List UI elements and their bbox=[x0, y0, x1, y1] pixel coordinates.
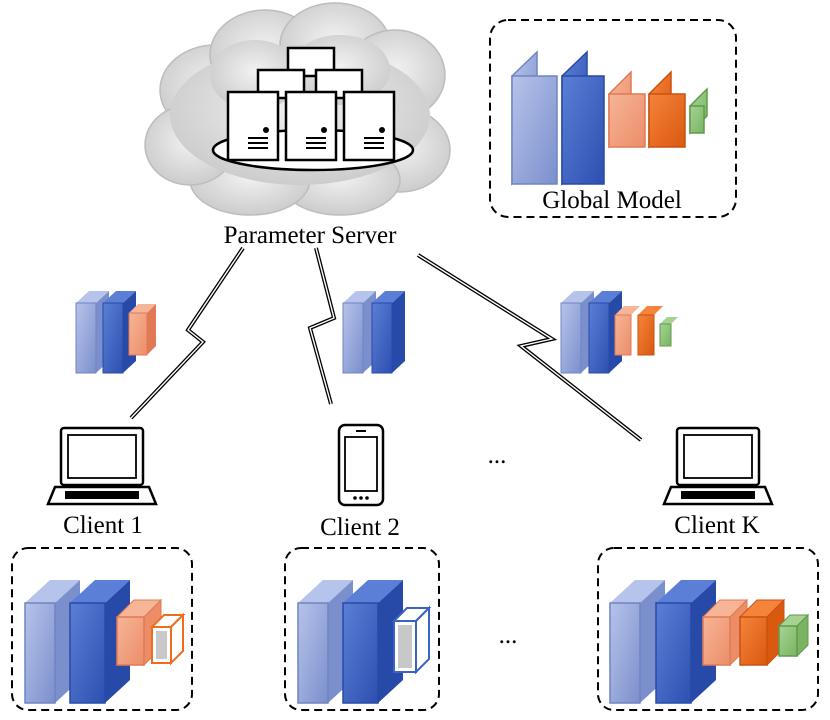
transmitted-model-1 bbox=[75, 291, 156, 374]
laptop-icon bbox=[46, 426, 158, 506]
global-model-layers bbox=[511, 75, 705, 185]
server-rack-icon bbox=[211, 46, 415, 172]
ellipsis-models: ... bbox=[499, 622, 518, 649]
client2-label: Client 2 bbox=[320, 514, 400, 541]
server-label: Parameter Server bbox=[224, 222, 398, 249]
local-model-box-1 bbox=[11, 547, 193, 711]
laptop-icon-k bbox=[662, 426, 774, 506]
client1-label: Client 1 bbox=[63, 512, 143, 539]
local-model-box-2 bbox=[284, 547, 440, 711]
transmitted-model-k bbox=[560, 291, 678, 374]
transmitted-model-2 bbox=[342, 291, 405, 374]
ellipsis-clients: ... bbox=[488, 442, 507, 469]
clientK-label: Client K bbox=[674, 512, 759, 539]
smartphone-icon bbox=[337, 423, 385, 507]
global-model-box: Global Model bbox=[489, 19, 737, 218]
global-model-label: Global Model bbox=[542, 187, 682, 214]
local-model-box-k bbox=[597, 547, 819, 711]
